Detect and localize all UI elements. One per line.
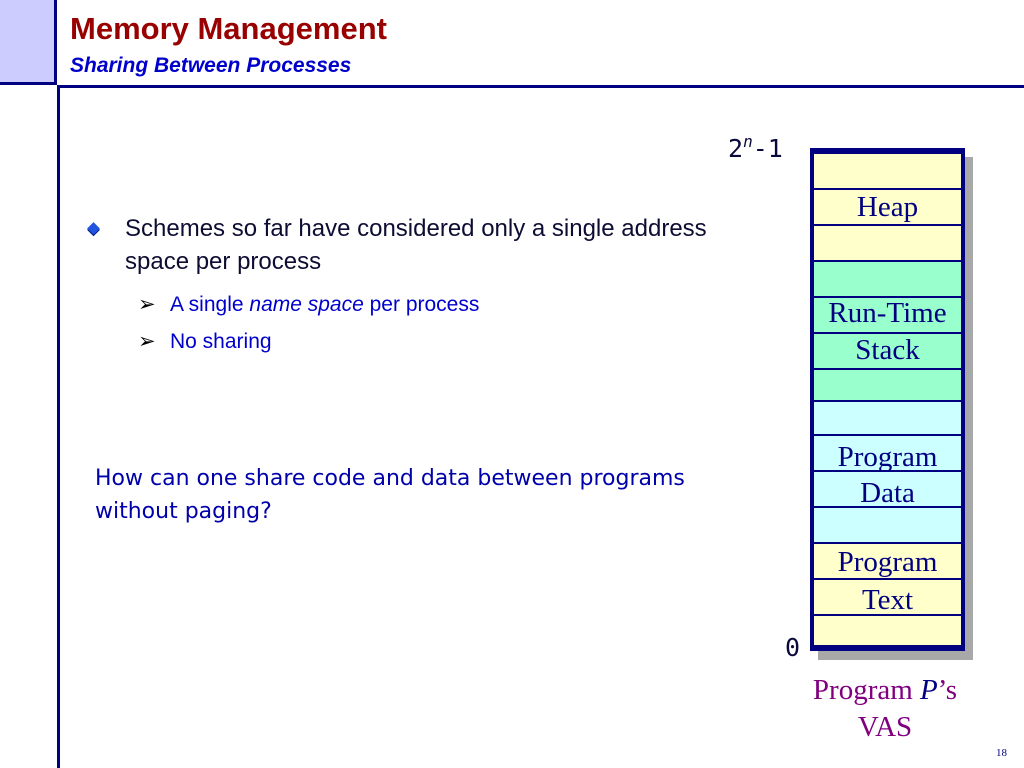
- vas-segment-heap-bottom: [814, 224, 961, 262]
- bullet-main-text: Schemes so far have considered only a si…: [125, 215, 707, 275]
- top-address-exponent: n: [743, 132, 753, 151]
- vas-caption-line-2: VAS: [857, 711, 913, 743]
- vas-segment-data-top: [814, 400, 961, 436]
- vas-label-stack: Stack: [855, 334, 920, 366]
- top-address-label: 2n-1: [728, 132, 783, 163]
- vas-label-runtime: Run-Time: [828, 297, 947, 329]
- sub-bullet-item: ➢ No sharing: [138, 323, 479, 360]
- sub-bullet-text: No sharing: [170, 330, 272, 353]
- sub-bullet-text: per process: [363, 293, 480, 316]
- vas-segment-text-bottom: [814, 614, 961, 647]
- arrow-bullet-icon: ➢: [138, 293, 156, 316]
- left-divider: [57, 85, 60, 768]
- vas-segment-heap-top: [814, 152, 961, 190]
- vas-caption: Program P’s VAS: [785, 672, 985, 746]
- slide-subtitle: Sharing Between Processes: [70, 54, 352, 77]
- sub-bullet-emphasis: name space: [249, 293, 364, 316]
- slide-title: Memory Management: [70, 11, 387, 46]
- corner-box: [0, 0, 57, 85]
- vas-segment-stack-top: [814, 260, 961, 298]
- sub-bullet-text: A single: [170, 293, 250, 316]
- header-divider: [57, 85, 1024, 88]
- vas-label-data: Data: [860, 477, 915, 509]
- vas-caption-line-1: Program P’s: [812, 674, 958, 706]
- sub-bullet-item: ➢ A single name space per process: [138, 286, 479, 323]
- diamond-bullet-icon: [87, 222, 100, 235]
- vas-label-program-data: Program: [837, 441, 938, 473]
- sub-bullet-list: ➢ A single name space per process ➢ No sha…: [138, 286, 479, 360]
- vas-label-text: Text: [861, 584, 914, 616]
- arrow-bullet-icon: ➢: [138, 330, 156, 353]
- vas-label-heap: Heap: [856, 191, 919, 223]
- question-text: How can one share code and data between …: [95, 466, 685, 524]
- bottom-address-label: 0: [785, 633, 801, 662]
- bullet-main: Schemes so far have considered only a si…: [85, 212, 725, 278]
- page-number: 18: [996, 747, 1007, 759]
- vas-segment-data-bottom: [814, 506, 961, 544]
- vas-label-program-text: Program: [837, 546, 938, 578]
- vas-caption-variable: P: [920, 674, 938, 706]
- vas-diagram: Heap Run-Time Stack Program Data Program…: [810, 148, 965, 651]
- vas-segment-stack-bottom: [814, 368, 961, 402]
